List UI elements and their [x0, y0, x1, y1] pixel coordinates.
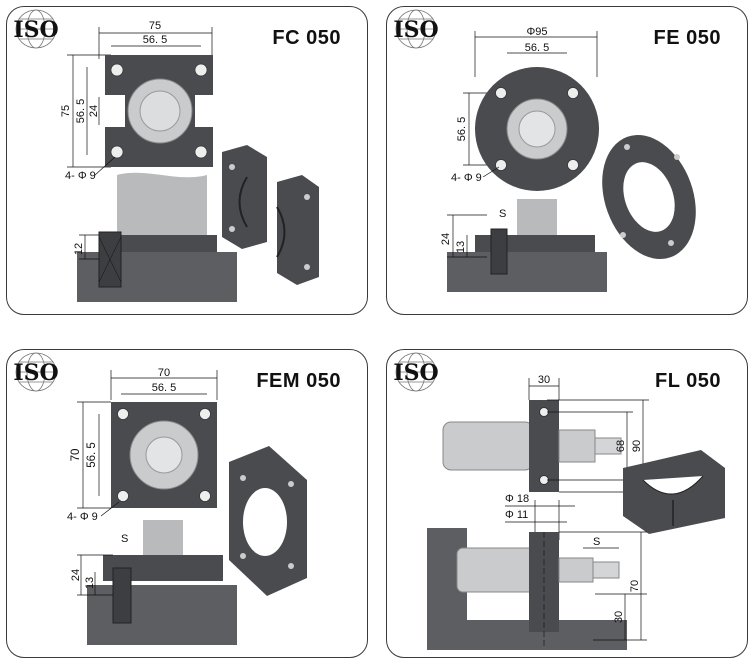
dim-h-outer: 75 — [60, 105, 72, 117]
dim-bottom: 30 — [613, 611, 625, 623]
dim-h-outer: 24 — [440, 233, 452, 245]
iso-logo: ISO — [13, 9, 59, 49]
iso-logo: ISO — [393, 352, 439, 392]
dim-d-inner: Φ 11 — [505, 509, 528, 521]
dim-h-inner: 56. 5 — [86, 442, 98, 468]
dim-s: S — [593, 536, 600, 548]
dim-h-outer: 70 — [70, 449, 82, 462]
dim-w-outer: 75 — [149, 20, 161, 32]
iso-logo-text: ISO — [393, 360, 438, 386]
dim-w-inner: 56. 5 — [525, 42, 549, 54]
panel-fc050: ISO FC 050 75 56. 5 75 56. 5 24 4- Φ 9 — [6, 6, 368, 315]
dim-diameter: Φ95 — [526, 26, 547, 38]
dim-h-total: 24 — [70, 569, 82, 581]
model-title: FE 050 — [653, 27, 721, 49]
panel-fe050: ISO FE 050 Φ95 56. 5 56. 5 4- Φ 9 S 24 1 — [386, 6, 748, 315]
model-title: FEM 050 — [256, 370, 341, 392]
dim-h-center: 24 — [88, 105, 100, 117]
dim-w-outer: 70 — [158, 367, 170, 379]
dim-s: S — [499, 208, 506, 220]
iso-logo: ISO — [13, 352, 59, 392]
model-title: FL 050 — [655, 370, 721, 392]
iso-logo-text: ISO — [13, 360, 58, 386]
dim-h-inner: 56. 5 — [75, 99, 87, 123]
iso-logo-text: ISO — [13, 17, 58, 43]
dim-thickness: 13 — [84, 577, 96, 589]
panel-fem050: ISO FEM 050 70 56. 5 70 56. 5 4- Φ 9 S — [6, 349, 368, 658]
dim-h-bottom: 70 — [629, 580, 641, 592]
dim-holes: 4- Φ 9 — [67, 511, 98, 523]
dim-h-center: 68 — [615, 440, 627, 452]
iso-logo-text: ISO — [393, 17, 438, 43]
dim-holes: 4- Φ 9 — [65, 170, 96, 182]
dim-h-inner: 56. 5 — [456, 117, 468, 141]
dim-s: S — [121, 533, 128, 545]
dim-w-inner: 56. 5 — [152, 382, 176, 394]
iso-logo: ISO — [393, 9, 439, 49]
dim-d-outer: Φ 18 — [505, 493, 529, 505]
model-title: FC 050 — [272, 27, 341, 49]
panel-fl050: ISO FL 050 30 68 90 Φ 18 Φ 11 — [386, 349, 748, 658]
dim-width: 30 — [538, 374, 550, 386]
dim-thickness: 13 — [455, 241, 467, 253]
dim-h-outer: 90 — [631, 440, 643, 452]
dim-w-inner: 56. 5 — [143, 34, 167, 46]
dim-holes: 4- Φ 9 — [451, 172, 482, 184]
dim-thickness: 12 — [73, 243, 85, 255]
